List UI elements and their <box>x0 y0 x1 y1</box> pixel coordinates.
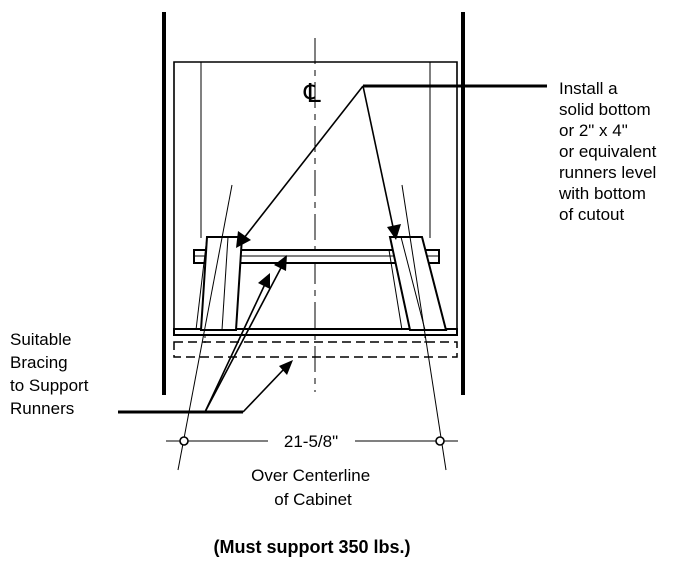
left-runner <box>199 236 244 331</box>
dimension-left-marker <box>179 436 189 446</box>
dimension-note: Over Centerline of Cabinet <box>251 466 375 509</box>
install-label-line: runners level <box>559 163 656 182</box>
bracing-diag-arrowhead <box>258 273 270 289</box>
dimension-right-marker <box>435 436 445 446</box>
bracing-label: Suitable Bracing to Support Runners <box>10 330 93 418</box>
left-runner-inner <box>221 236 229 331</box>
bracing-label-line: Suitable <box>10 330 71 349</box>
install-label-line: or equivalent <box>559 142 657 161</box>
install-label-line: Install a <box>559 79 618 98</box>
solid-bottom <box>173 328 458 336</box>
bracing-label-line: Bracing <box>10 353 68 372</box>
install-right-arrowhead <box>387 224 401 240</box>
bracing-leader-right <box>242 367 286 413</box>
bracing-label-line: to Support <box>10 376 89 395</box>
right-runner-inner <box>400 236 426 331</box>
dimension-note-line: of Cabinet <box>274 490 352 509</box>
install-leader-left-arrow <box>243 85 364 239</box>
install-label: Install a solid bottom or 2" x 4" or equ… <box>558 79 661 224</box>
dimension-note-line: Over Centerline <box>251 466 370 485</box>
bracing-right-arrowhead <box>279 360 293 375</box>
left-runner-back-edge <box>195 236 208 331</box>
bracing-leader-diag <box>204 281 267 413</box>
bracing-up-arrowhead <box>274 255 287 271</box>
dashed-bracing-outline <box>173 341 458 358</box>
caption: (Must support 350 lbs.) <box>213 537 410 557</box>
install-label-line: of cutout <box>559 205 624 224</box>
install-label-line: with bottom <box>558 184 646 203</box>
dimension-value: 21-5/8" <box>284 432 338 451</box>
install-label-line: or 2" x 4" <box>559 121 628 140</box>
left-extension-line <box>177 184 233 471</box>
install-leader-right-arrow <box>362 85 394 228</box>
bracing-label-line: Runners <box>10 399 74 418</box>
right-runner <box>388 236 448 331</box>
install-left-arrowhead <box>236 231 251 248</box>
right-extension-line <box>401 184 447 471</box>
install-label-line: solid bottom <box>559 100 651 119</box>
centerline-symbol: ℄ <box>303 78 321 108</box>
right-runner-back-edge <box>388 249 403 331</box>
